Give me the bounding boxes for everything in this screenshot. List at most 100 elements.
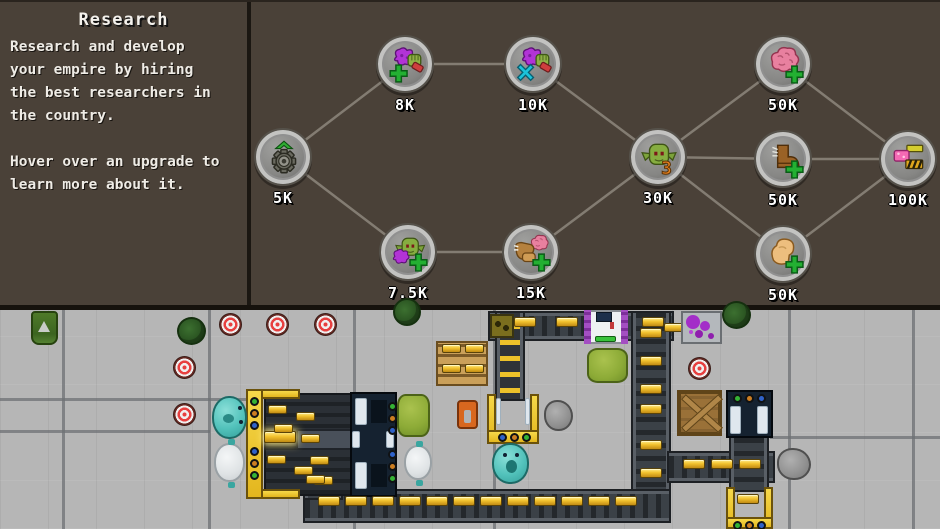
blob-foot [228, 482, 235, 488]
teal-blob-creature[interactable] [212, 396, 247, 439]
gold-pallet-stack[interactable] [436, 341, 488, 386]
gold-bar [588, 496, 610, 506]
gold-bar [640, 384, 662, 394]
machine-slot [496, 398, 501, 425]
gold-bar [739, 459, 761, 469]
gold-bar [642, 317, 664, 327]
upgrade-cost: 7.5K [387, 284, 429, 302]
gold-bar [561, 496, 583, 506]
upgrade-cost: 50K [767, 96, 799, 114]
upgrade-node-nyan-gold[interactable]: 100K [879, 130, 937, 209]
upgrade-node-brain-plus[interactable]: 50K [754, 35, 812, 114]
teal-blob-creature[interactable] [492, 443, 529, 484]
gold-bar [267, 455, 286, 464]
floor-seam [208, 310, 211, 529]
status-dot-green [522, 433, 531, 442]
status-dot-blue [388, 450, 397, 459]
floor-seam [62, 310, 65, 529]
upgrade-node-goblin-brain-plus[interactable]: 7.5K [379, 223, 437, 302]
gold-bar [453, 496, 475, 506]
white-blob-creature[interactable] [404, 441, 432, 486]
gold-bar [711, 459, 733, 469]
upgrade-cost: 50K [767, 286, 799, 304]
status-dot-orange [388, 414, 397, 423]
gold-bar [345, 496, 367, 506]
upgrade-node-gear[interactable]: 5K [254, 128, 312, 207]
gold-bar [301, 434, 320, 443]
machine-slot [355, 398, 367, 425]
target-marker [266, 313, 289, 336]
upgrade-cost: 50K [767, 191, 799, 209]
target-marker [219, 313, 242, 336]
machine-intake [371, 400, 387, 423]
status-dot-blue [757, 394, 766, 403]
white-blob-creature[interactable] [214, 439, 245, 488]
upgrade-cost: 10K [517, 96, 549, 114]
blob-eye [515, 453, 519, 457]
gold-bar [274, 424, 293, 433]
status-dot-orange [250, 409, 259, 418]
green-blob-creature[interactable] [587, 348, 628, 383]
paw-brain-plus-icon [513, 234, 551, 272]
blob-eye [238, 406, 242, 410]
research-panel: Research Research and develop your empir… [0, 0, 940, 312]
target-marker [173, 403, 196, 426]
blob-mouth [506, 460, 517, 473]
gold-bar [556, 317, 578, 327]
status-dot-orange [250, 459, 259, 468]
nyan-gold-icon [893, 144, 924, 170]
upgrade-node-goblin-level-3[interactable]: 3 30K [629, 128, 687, 207]
machine-slot [525, 398, 530, 425]
conveyor-belt-right-vertical[interactable] [633, 313, 669, 521]
blob-spot [223, 414, 234, 423]
upgrade-node-brain-fist-plus[interactable]: 8K [376, 35, 434, 114]
upgrade-coin [379, 223, 437, 281]
research-tree: 5K 8K [251, 2, 940, 305]
blob-eye [503, 453, 507, 457]
target-marker [173, 356, 196, 379]
blob-antenna [416, 441, 423, 447]
upgrade-node-boot-plus[interactable]: 50K [754, 130, 812, 209]
tree [393, 298, 421, 326]
gold-bar [294, 466, 313, 475]
tree [722, 301, 751, 329]
gold-bar [310, 456, 329, 465]
status-dot-green [733, 521, 742, 529]
status-dot-blue [388, 426, 397, 435]
tree [177, 317, 206, 345]
status-dot-green [250, 397, 259, 406]
status-dot-orange [745, 521, 754, 529]
gold-bar [507, 496, 529, 506]
machine-slot [757, 406, 768, 434]
belt-swirl-decoration [490, 314, 514, 338]
goblin-level-3-icon: 3 [641, 143, 677, 177]
status-dot-orange [388, 462, 397, 471]
machine-intake [371, 464, 387, 487]
upgrade-node-muscle-plus[interactable]: 50K [754, 225, 812, 304]
status-dot-green [388, 402, 397, 411]
gold-bar [640, 328, 662, 338]
status-dot-blue [250, 447, 259, 456]
floor-seam [770, 436, 940, 439]
goblin-creature[interactable] [31, 311, 58, 345]
svg-text:3: 3 [661, 158, 672, 177]
gold-bar [442, 364, 461, 373]
upgrade-node-paw-brain-plus[interactable]: 15K [502, 223, 560, 302]
orange-crate-item[interactable] [457, 400, 478, 429]
upgrade-cost: 8K [394, 96, 416, 114]
research-description-text: Research and develop your empire by hiri… [10, 39, 211, 124]
gold-bar [442, 344, 461, 353]
purple-splat [686, 315, 700, 329]
gold-bar [426, 496, 448, 506]
blob-foot [416, 480, 423, 486]
upgrade-cost: 100K [887, 191, 929, 209]
wooden-crate[interactable] [677, 390, 723, 436]
gold-bar [737, 494, 759, 504]
status-dot-orange [510, 433, 519, 442]
progress-bar-green [595, 336, 616, 342]
status-dot-blue [498, 433, 507, 442]
green-blob-creature[interactable] [397, 394, 430, 437]
gold-bar [640, 404, 662, 414]
gold-bar [640, 468, 662, 478]
upgrade-node-brain-fist-multiply[interactable]: 10K [504, 35, 562, 114]
